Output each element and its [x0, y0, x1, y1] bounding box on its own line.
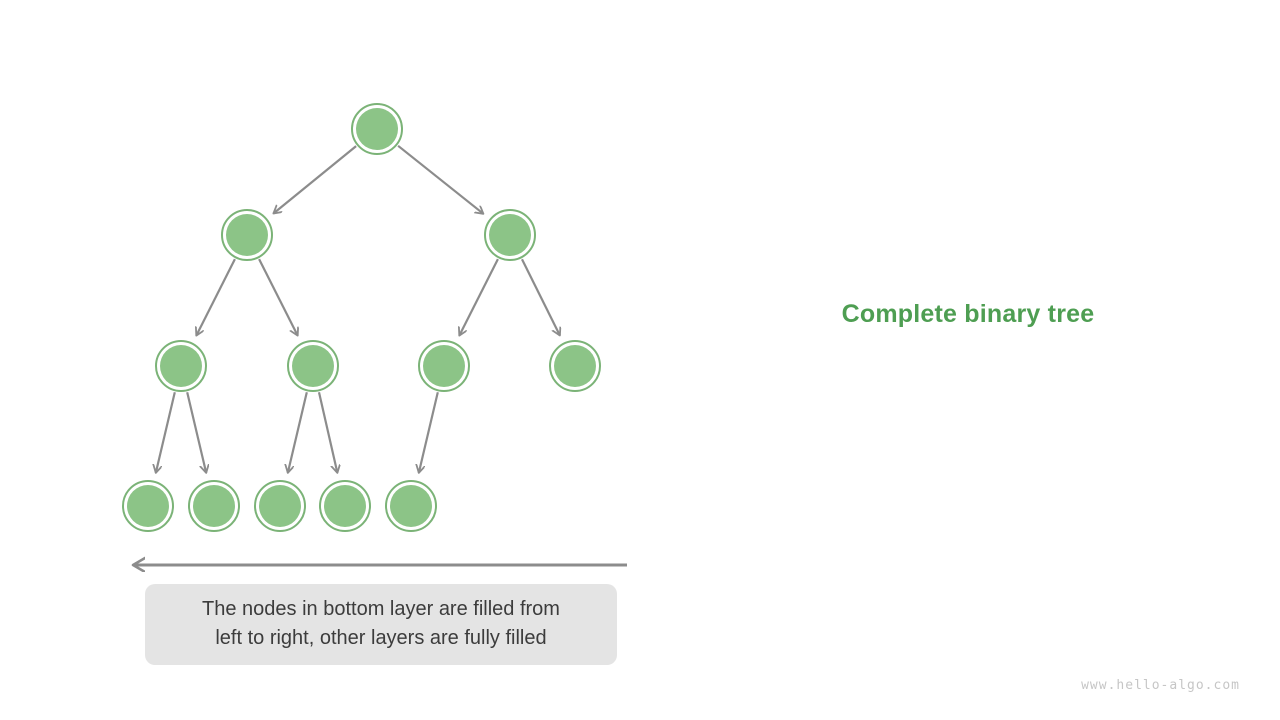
tree-node — [254, 480, 306, 532]
tree-node — [351, 103, 403, 155]
watermark: www.hello-algo.com — [1081, 678, 1240, 693]
caption-box: The nodes in bottom layer are filled fro… — [145, 584, 617, 665]
tree-edge — [397, 144, 483, 214]
tree-edge — [196, 258, 236, 336]
tree-node — [385, 480, 437, 532]
tree-node — [188, 480, 240, 532]
tree-node — [122, 480, 174, 532]
tree-edge — [156, 392, 176, 473]
tree-edge — [317, 392, 337, 473]
tree-node — [484, 209, 536, 261]
tree-node — [319, 480, 371, 532]
diagram-title: Complete binary tree — [841, 300, 1095, 328]
tree-edge — [459, 258, 499, 336]
tree-edge — [258, 258, 298, 336]
tree-node — [549, 340, 601, 392]
tree-edge — [273, 145, 357, 213]
tree-node — [287, 340, 339, 392]
tree-edge — [186, 392, 206, 473]
tree-edge — [288, 392, 308, 473]
caption-line-1: The nodes in bottom layer are filled fro… — [202, 598, 560, 620]
tree-node — [221, 209, 273, 261]
tree-edge — [521, 258, 560, 335]
tree-node — [155, 340, 207, 392]
tree-node — [418, 340, 470, 392]
tree-edges — [156, 144, 560, 473]
tree-nodes — [122, 103, 601, 532]
caption-line-2: left to right, other layers are fully fi… — [215, 627, 547, 649]
tree-edge — [419, 392, 439, 473]
